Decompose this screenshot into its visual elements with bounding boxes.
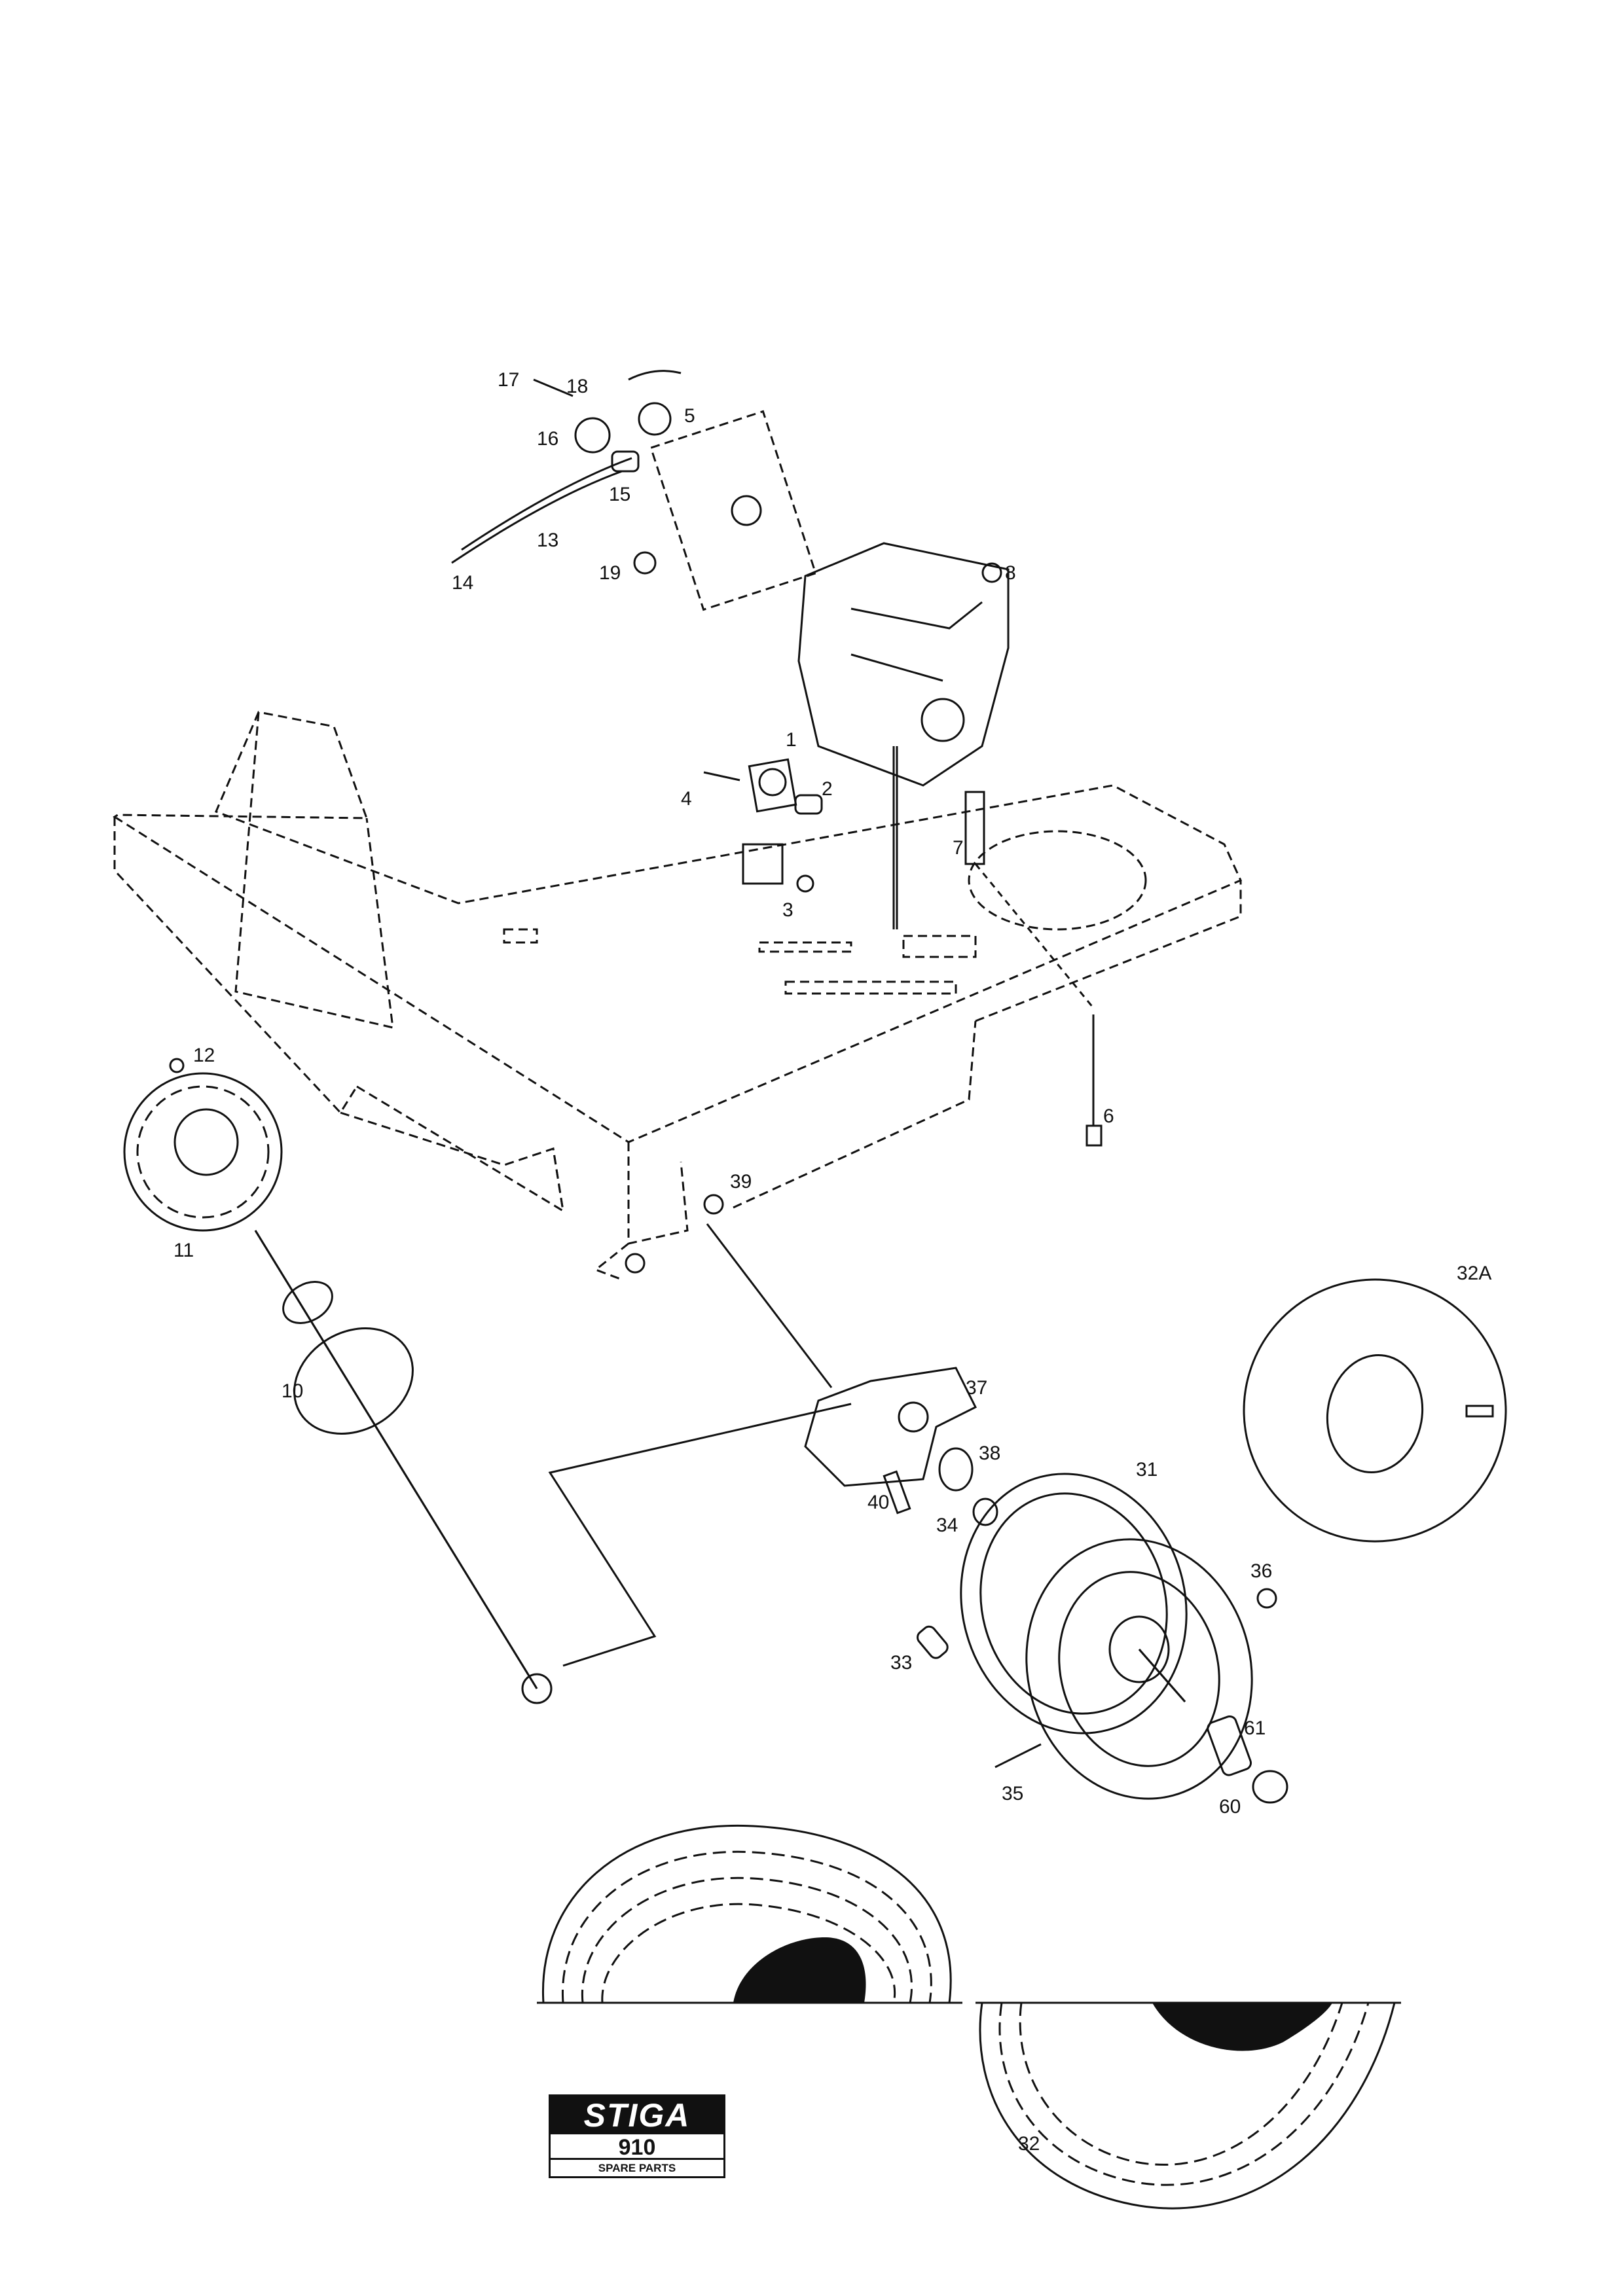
part-label: 40 — [867, 1492, 889, 1513]
part-label: 38 — [979, 1443, 1000, 1464]
part-label: 11 — [173, 1240, 194, 1261]
chassis-frame — [113, 711, 1243, 1281]
part-label: 16 — [537, 428, 558, 450]
part-label: 7 — [953, 837, 964, 859]
part-label: 19 — [599, 562, 621, 584]
part-label: 1 — [786, 729, 797, 751]
part-label: 12 — [193, 1045, 215, 1066]
part-label: 61 — [1244, 1717, 1266, 1739]
part-label: 18 — [566, 376, 588, 397]
part-label: 17 — [498, 369, 519, 391]
inner-tube — [1243, 1278, 1507, 1543]
model-number: 910 — [618, 2135, 656, 2160]
transmission-unit — [797, 542, 1010, 929]
large-sprocket — [123, 1072, 283, 1232]
part-label: 8 — [1005, 562, 1016, 584]
part-label: 5 — [684, 405, 695, 427]
part-label: 37 — [966, 1377, 987, 1399]
part-label: 13 — [537, 529, 558, 551]
part-label: 3 — [782, 899, 793, 921]
part-label: 14 — [452, 572, 473, 594]
tyre-upper — [537, 1824, 962, 2004]
part-label: 6 — [1103, 1105, 1114, 1127]
part-label: 60 — [1219, 1796, 1241, 1818]
part-label: 2 — [822, 778, 833, 800]
axle-differential — [254, 1230, 553, 1704]
axle-bracket — [804, 1367, 998, 1526]
brand-name: STIGA — [551, 2096, 723, 2134]
stiga-logo: STIGA 910 SPARE PARTS — [549, 2094, 725, 2178]
part-label: 15 — [609, 484, 630, 505]
part-label: 4 — [681, 788, 692, 810]
logo-subtitle: SPARE PARTS — [551, 2158, 723, 2176]
part-label: 35 — [1002, 1783, 1023, 1804]
part-label: 10 — [282, 1380, 303, 1402]
part-label: 39 — [730, 1171, 752, 1193]
part-label: 32A — [1457, 1263, 1491, 1284]
part-label: 31 — [1136, 1459, 1158, 1480]
tyre-lower — [976, 2001, 1401, 2210]
fasteners — [169, 758, 1103, 1274]
part-number-labels: 1 2 3 4 5 6 7 8 10 11 12 13 14 15 16 17 … — [173, 369, 1491, 2155]
leader-lines — [548, 746, 1095, 1667]
wheel-rim — [917, 1473, 1288, 1804]
part-label: 32 — [1018, 2133, 1040, 2155]
part-label: 36 — [1250, 1560, 1272, 1582]
part-label: 33 — [890, 1652, 912, 1674]
part-label: 34 — [936, 1515, 958, 1536]
drive-chain-group — [451, 370, 817, 611]
